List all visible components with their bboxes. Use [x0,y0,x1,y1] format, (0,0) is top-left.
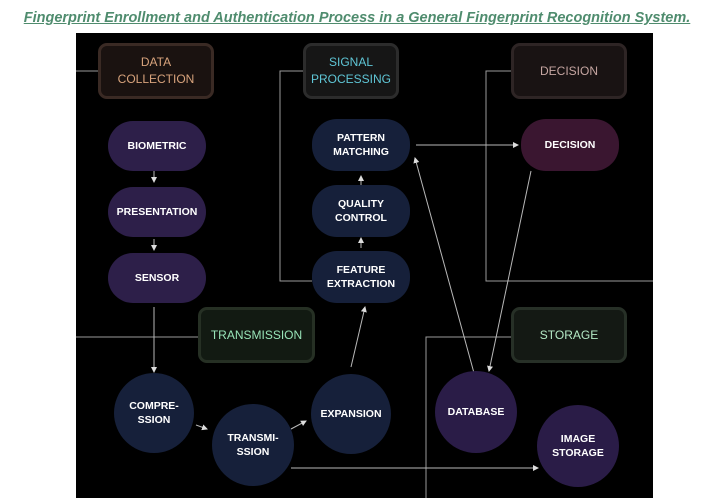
diagram-canvas: DATA COLLECTION SIGNAL PROCESSING DECISI… [76,33,653,498]
decision-frame [485,70,653,282]
quality-control-node: QUALITY CONTROL [312,185,410,237]
arrow-decision-database [487,170,532,372]
expansion-node: EXPANSION [311,374,391,454]
decision-node: DECISION [521,119,619,171]
arrow-transmission-expansion [290,420,307,430]
transmission-node: TRANSMI- SSION [212,404,294,486]
diagram-title: Fingerprint Enrollment and Authenticatio… [23,10,691,26]
decision-header: DECISION [511,43,627,99]
signal-processing-frame [279,70,312,282]
storage-header: STORAGE [511,307,627,363]
arrow-database-pattern [413,157,475,374]
transmission-header: TRANSMISSION [198,307,315,363]
connector-layer [76,70,653,498]
arrow-compression-transmission [195,424,208,431]
feature-extraction-node: FEATURE EXTRACTION [312,251,410,303]
arrow-expansion-feature [350,306,367,368]
storage-frame [425,336,511,498]
image-storage-node: IMAGE STORAGE [537,405,619,487]
data-collection-header: DATA COLLECTION [98,43,214,99]
signal-processing-header: SIGNAL PROCESSING [303,43,399,99]
compression-node: COMPRE- SSION [114,373,194,453]
database-node: DATABASE [435,371,517,453]
presentation-node: PRESENTATION [108,187,206,237]
sensor-node: SENSOR [108,253,206,303]
pattern-matching-node: PATTERN MATCHING [312,119,410,171]
biometric-node: BIOMETRIC [108,121,206,171]
